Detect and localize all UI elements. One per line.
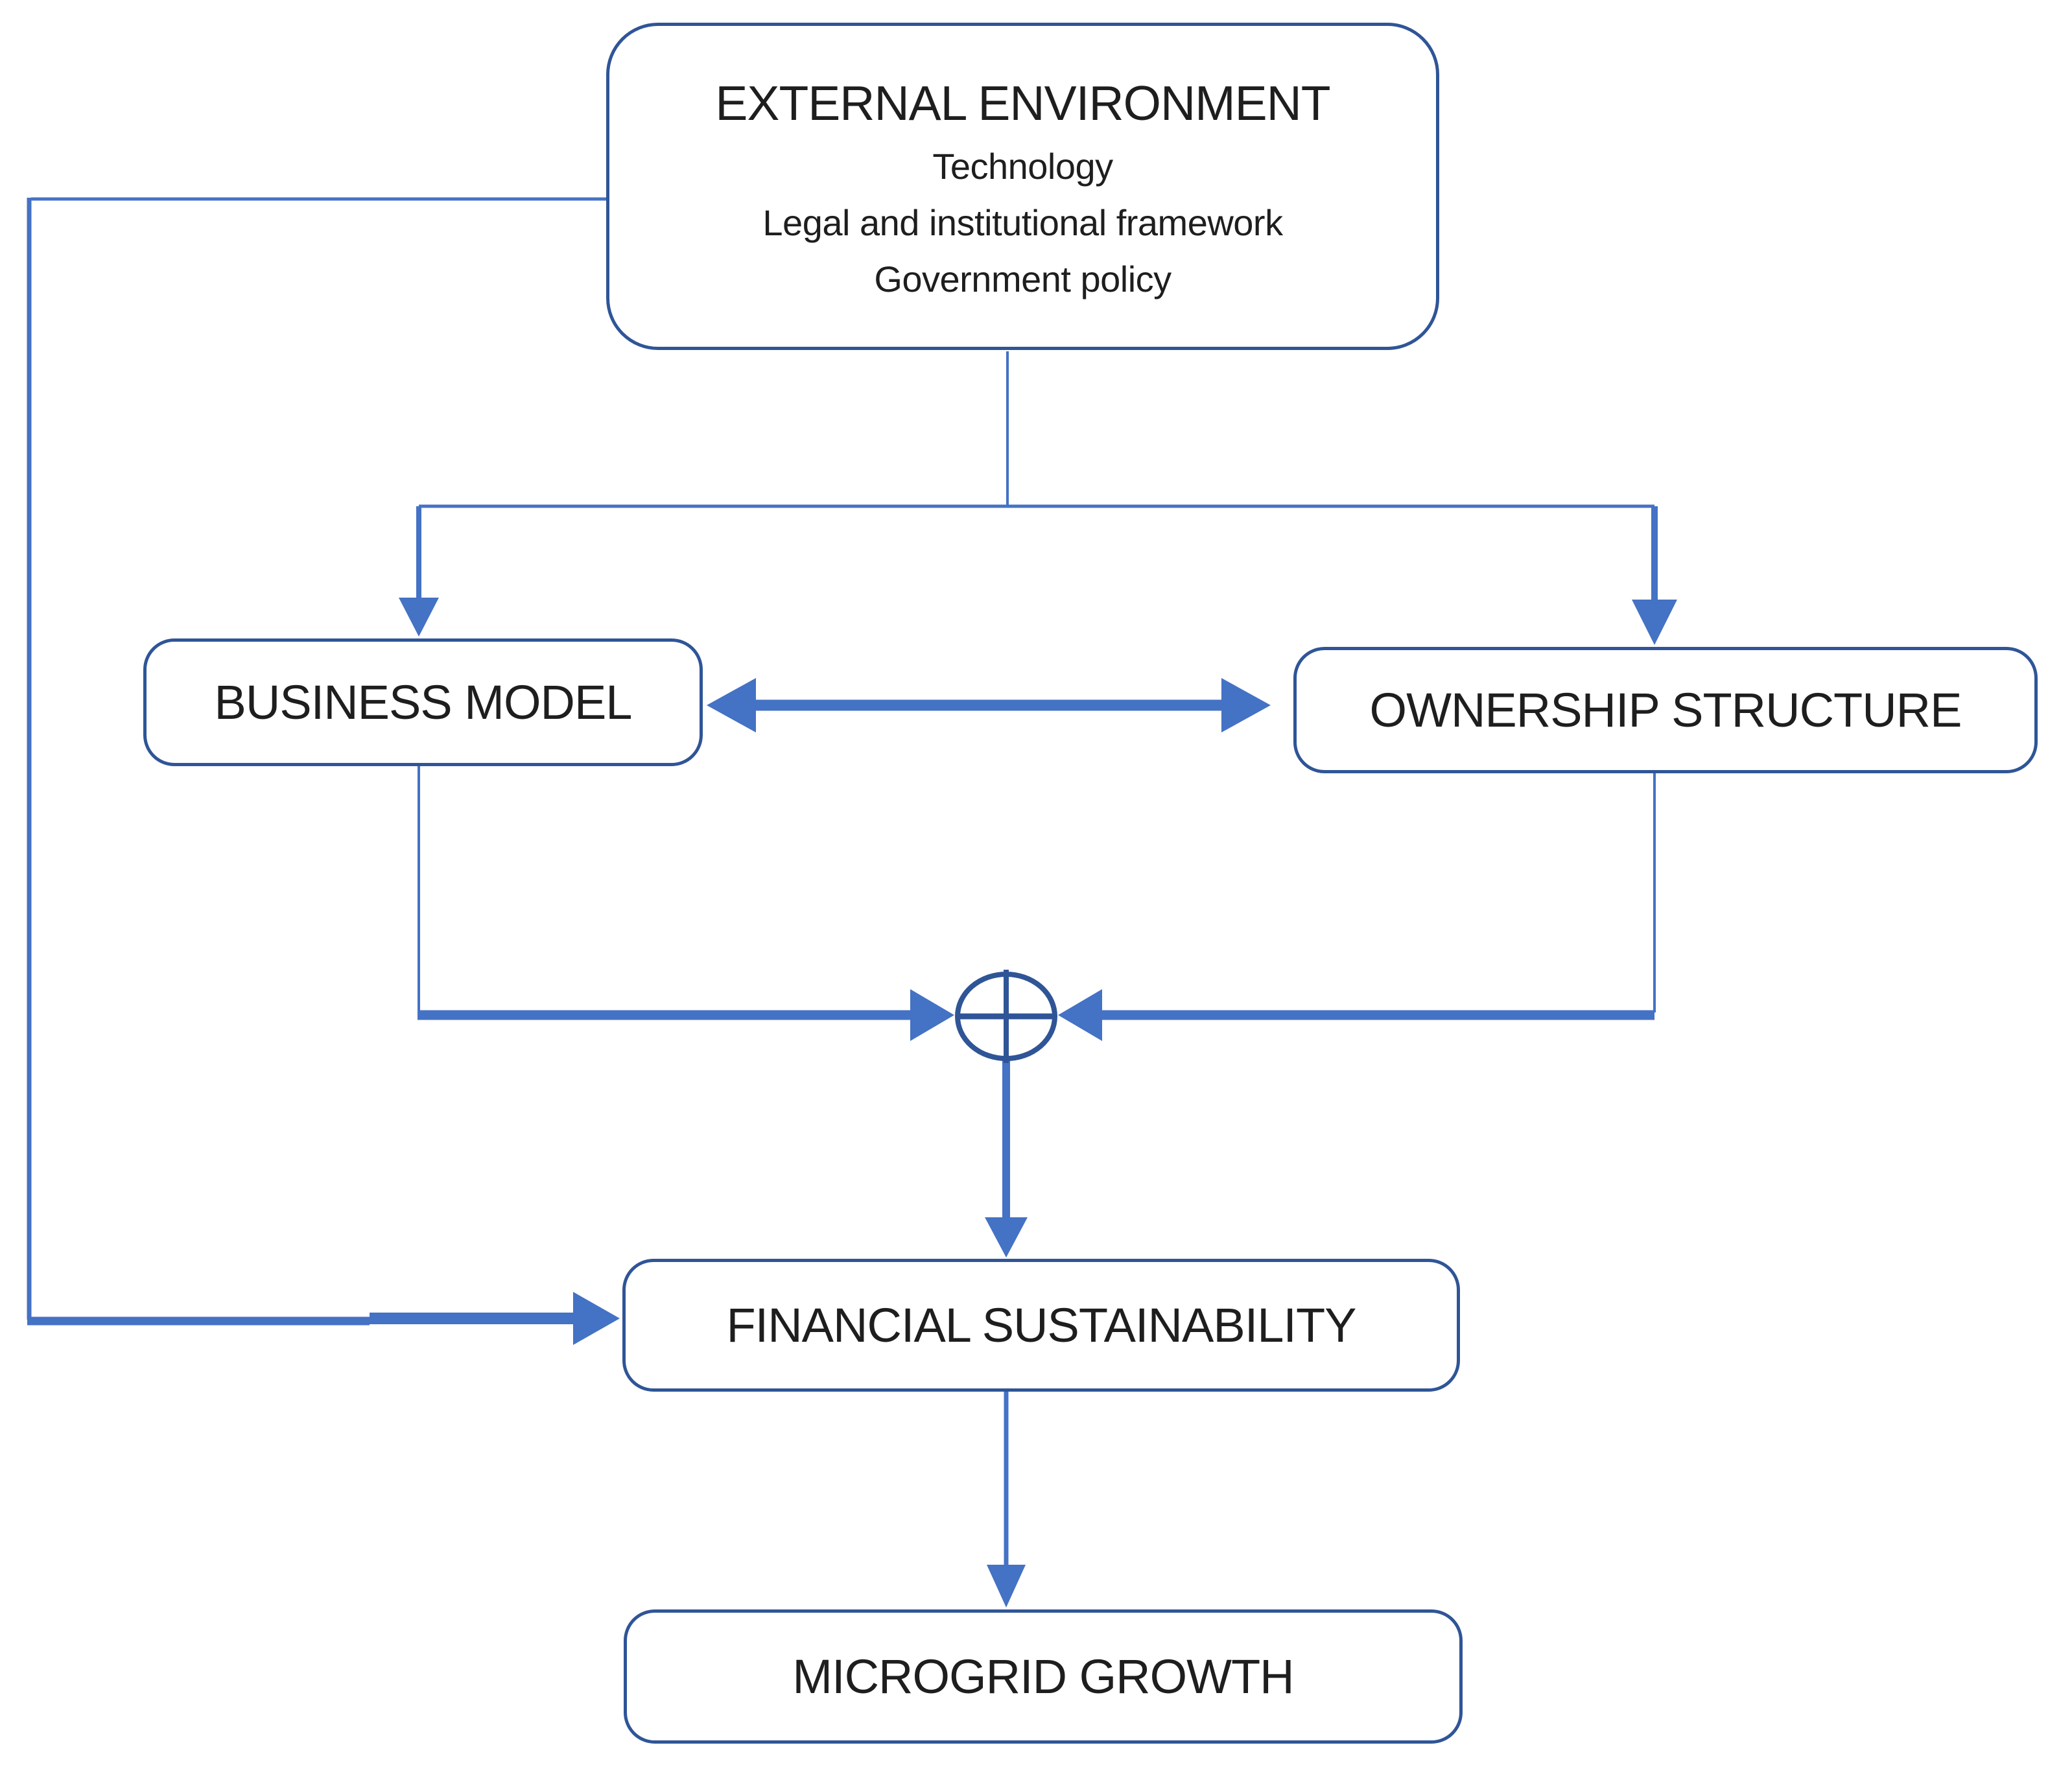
edge-external-to-business [399,351,1654,637]
external-environment-item-government-policy: Government policy [874,258,1171,299]
edge-external-to-financial-feedback [27,197,620,1345]
node-business-model: BUSINESS MODEL [143,638,703,766]
node-microgrid-growth: MICROGRID GROWTH [624,1609,1463,1744]
arrowhead [707,678,756,732]
node-external-environment: EXTERNAL ENVIRONMENT Technology Legal an… [606,23,1439,350]
arrowhead [1221,678,1271,732]
edge-junction-to-financial [985,1059,1028,1257]
edge-financial-to-microgrid [987,1392,1026,1608]
node-financial-sustainability: FINANCIAL SUSTAINABILITY [622,1259,1460,1392]
edge-external-to-ownership [1632,506,1677,645]
edge-business-to-junction [418,766,954,1041]
arrowhead [985,1217,1028,1257]
external-environment-item-legal-framework: Legal and institutional framework [762,202,1283,244]
arrowhead [399,598,439,637]
edge-ownership-to-junction [1058,773,1656,1041]
external-environment-item-technology: Technology [932,146,1113,187]
external-environment-title: EXTERNAL ENVIRONMENT [715,76,1330,131]
summing-junction-icon [955,970,1057,1063]
edge-business-ownership-bidirectional [707,678,1271,732]
arrowhead [573,1292,620,1345]
arrowhead [1058,989,1102,1041]
business-model-label: BUSINESS MODEL [214,675,633,729]
financial-sustainability-label: FINANCIAL SUSTAINABILITY [726,1298,1356,1352]
arrowhead [987,1565,1026,1608]
arrowhead [1632,600,1677,645]
microgrid-growth-label: MICROGRID GROWTH [792,1649,1294,1703]
arrowhead [910,989,954,1041]
ownership-structure-label: OWNERSHIP STRUCTURE [1369,683,1962,737]
node-ownership-structure: OWNERSHIP STRUCTURE [1293,647,2038,773]
